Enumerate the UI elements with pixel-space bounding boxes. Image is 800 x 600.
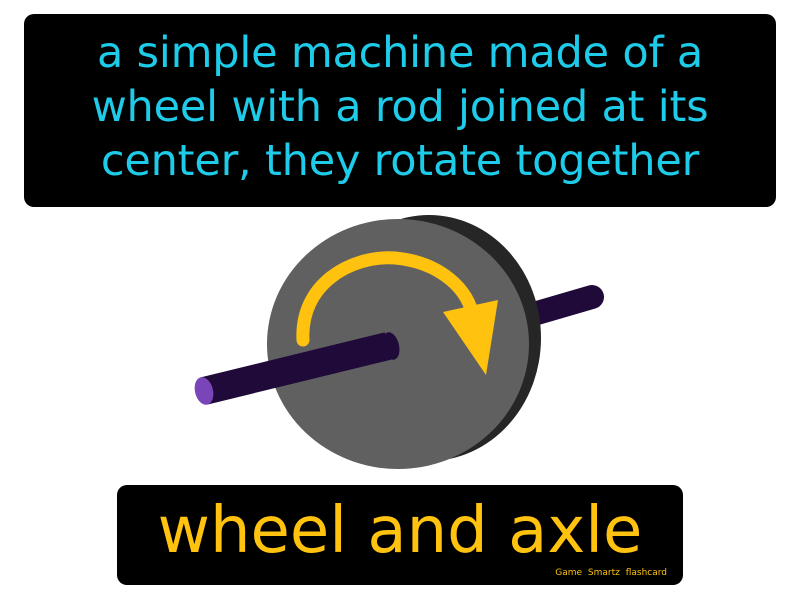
term-panel: wheel and axle Game Smartz flashcard xyxy=(117,485,683,585)
axle-end-cap xyxy=(194,377,214,405)
definition-panel: a simple machine made of a wheel with a … xyxy=(24,14,776,207)
axle-joint xyxy=(382,332,400,360)
brand-label: Game Smartz flashcard xyxy=(555,568,667,578)
clockwise-rotation-arrow-icon xyxy=(296,251,498,375)
definition-text: a simple machine made of a wheel with a … xyxy=(91,28,709,186)
axle-front-segment xyxy=(200,332,392,405)
term-title: wheel and axle xyxy=(157,494,643,568)
